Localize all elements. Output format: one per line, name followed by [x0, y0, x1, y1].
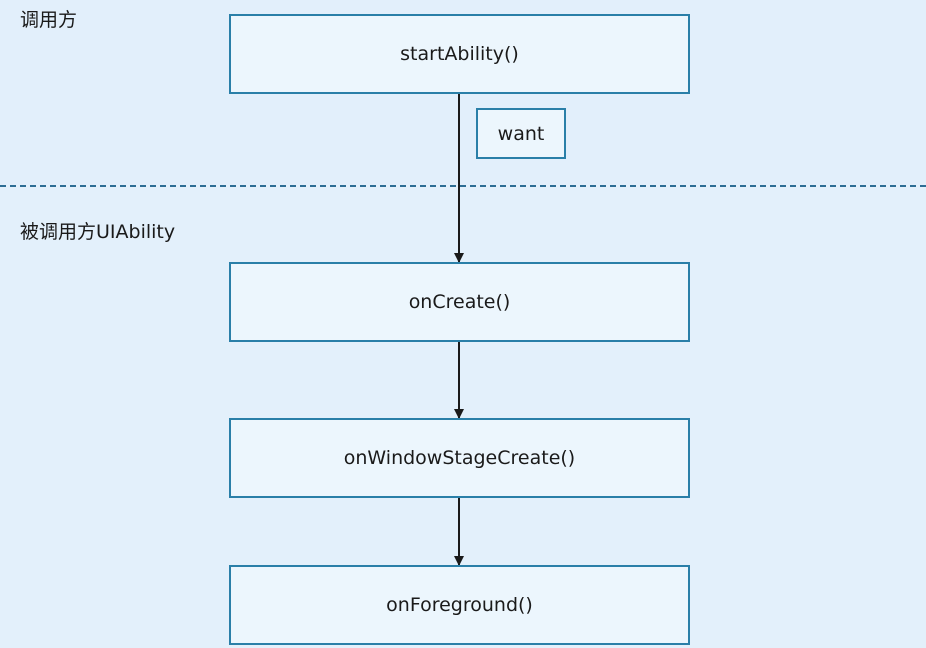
want-param-node: want	[476, 108, 566, 159]
start-ability-label: startAbility()	[400, 43, 519, 65]
on-window-stage-create-node: onWindowStageCreate()	[229, 418, 690, 498]
on-create-node: onCreate()	[229, 262, 690, 342]
want-label: want	[497, 122, 545, 145]
on-foreground-label: onForeground()	[386, 594, 533, 616]
lane-divider	[0, 185, 926, 187]
on-create-label: onCreate()	[408, 291, 511, 313]
caller-lane-label: 调用方	[20, 9, 78, 31]
on-foreground-node: onForeground()	[229, 565, 690, 645]
callee-lane-label: 被调用方UIAbility	[20, 221, 176, 243]
start-ability-node: startAbility()	[229, 14, 690, 94]
on-window-stage-create-label: onWindowStageCreate()	[343, 447, 576, 469]
